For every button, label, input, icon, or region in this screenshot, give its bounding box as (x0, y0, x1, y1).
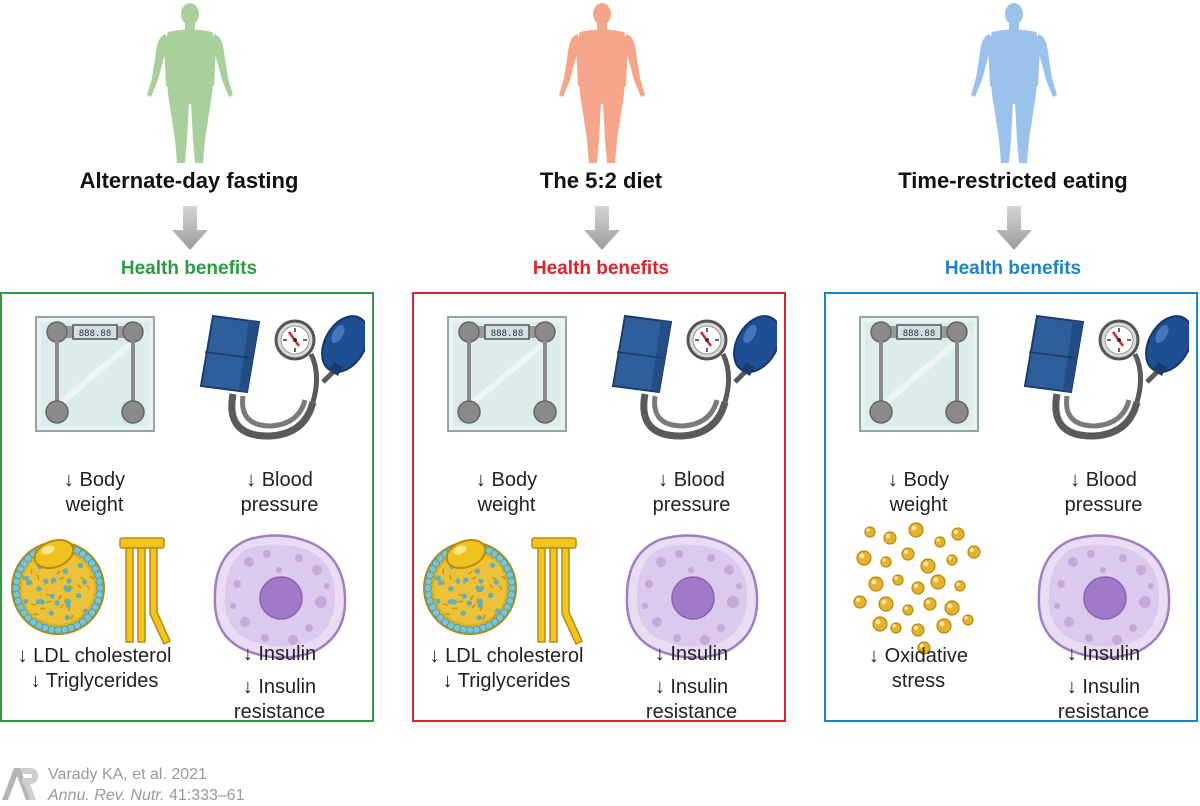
benefit-label-line: weight (477, 494, 536, 516)
svg-text:888.88: 888.88 (491, 329, 524, 339)
benefit-label-line: ↓ LDL cholesterol (429, 645, 584, 667)
benefit-label: ↓ LDL cholesterol ↓ Triglycerides (2, 644, 187, 694)
benefit-label: ↓ Blood pressure (187, 468, 372, 518)
benefit-label: ↓ LDL cholesterol ↓ Triglycerides (414, 644, 599, 694)
benefit-label-line: pressure (1064, 494, 1143, 516)
benefit-item: 888.88 ↓ Body weight (2, 316, 187, 516)
scale-icon: 888.88 (35, 316, 155, 437)
diet-title: Alternate-day fasting (79, 168, 299, 193)
down-arrow-icon (994, 206, 1034, 252)
benefit-label-line: ↓ Insulin (1066, 643, 1141, 665)
fat-cell-icon (1033, 532, 1173, 665)
benefit-label: ↓ Body weight (414, 468, 599, 518)
benefit-label-line: ↓ Insulin (654, 676, 729, 698)
benefit-label-line: ↓ Blood (658, 469, 725, 491)
benefit-label-line: ↓ Insulin (242, 676, 317, 698)
annual-reviews-logo (2, 768, 38, 800)
benefit-label-line: ↓ Blood (246, 469, 313, 491)
blood-pressure-cuff-icon (195, 312, 369, 447)
benefit-label-line: weight (889, 494, 948, 516)
benefit-label-line: weight (65, 494, 124, 516)
benefit-label-line: pressure (652, 494, 731, 516)
human-figure-icon (130, 0, 250, 168)
health-benefits-panel: 888.88 ↓ Body weight ↓ Blood pressure (0, 292, 374, 723)
benefit-label-line: ↓ Insulin (654, 643, 729, 665)
scale-icon: 888.88 (447, 316, 567, 437)
benefit-label: ↓ Blood pressure (1011, 468, 1196, 518)
benefit-label-line: ↓ Blood (1070, 469, 1137, 491)
benefit-item: 888.88 ↓ Body weight (414, 316, 599, 516)
benefit-item: ↓ Blood pressure (187, 312, 372, 516)
benefit-item: ↓ LDL cholesterol ↓ Triglycerides (2, 530, 187, 730)
fat-cell-icon (209, 532, 349, 665)
benefit-label-line: ↓ LDL cholesterol (17, 645, 172, 667)
down-arrow-icon (582, 206, 622, 252)
lipoprotein-icon (420, 530, 600, 655)
fat-cell-icon (621, 532, 761, 665)
oxidative-particles-icon (848, 520, 988, 661)
journal-pages: 41:333–61 (164, 787, 245, 804)
citation-authors: Varady KA, et al. 2021 (48, 766, 207, 783)
benefit-label: ↓ Insulin ↓ Insulin resistance (1011, 642, 1196, 725)
down-arrow-icon (170, 206, 210, 252)
svg-text:888.88: 888.88 (79, 329, 112, 339)
benefit-item: ↓ Insulin ↓ Insulin resistance (599, 530, 784, 730)
health-benefits-heading: Health benefits (120, 258, 258, 279)
human-figure-icon (542, 0, 662, 168)
scale-icon: 888.88 (859, 316, 979, 437)
benefit-item: ↓ Oxidative stress (826, 520, 1011, 720)
health-benefits-panel: 888.88 ↓ Body weight ↓ Blood pressure (824, 292, 1198, 723)
svg-text:888.88: 888.88 (903, 329, 936, 339)
benefit-item: ↓ LDL cholesterol ↓ Triglycerides (414, 530, 599, 730)
benefit-label: ↓ Insulin ↓ Insulin resistance (599, 642, 784, 725)
health-benefits-heading: Health benefits (532, 258, 670, 279)
benefit-label: ↓ Body weight (2, 468, 187, 518)
benefit-label: ↓ Insulin ↓ Insulin resistance (187, 642, 372, 725)
benefit-label-line: ↓ Triglycerides (30, 670, 159, 692)
benefit-label-line: ↓ Body (887, 469, 950, 491)
benefit-label-line: pressure (240, 494, 319, 516)
benefit-item: ↓ Blood pressure (1011, 312, 1196, 516)
benefit-item: ↓ Insulin ↓ Insulin resistance (187, 530, 372, 730)
human-figure-icon (954, 0, 1074, 168)
benefit-item: ↓ Insulin ↓ Insulin resistance (1011, 530, 1196, 730)
journal-name: Annu. Rev. Nutr. (48, 787, 165, 804)
benefit-label-line: ↓ Insulin (242, 643, 317, 665)
citation-journal: Annu. Rev. Nutr. 41:333–61 (48, 787, 245, 805)
benefit-label: ↓ Blood pressure (599, 468, 784, 518)
benefit-label-line: ↓ Body (63, 469, 126, 491)
benefit-label-line: ↓ Insulin (1066, 676, 1141, 698)
benefit-label-line: ↓ Triglycerides (442, 670, 571, 692)
diet-title: Time-restricted eating (898, 168, 1128, 193)
health-benefits-panel: 888.88 ↓ Body weight ↓ Blood pressure (412, 292, 786, 723)
benefit-label-line: resistance (1057, 701, 1150, 723)
diet-column-time-restricted-eating: Time-restricted eating Health benefits 8… (824, 0, 1200, 730)
blood-pressure-cuff-icon (607, 312, 781, 447)
diet-column-5-2-diet: The 5:2 diet Health benefits 888.88 ↓ Bo… (412, 0, 790, 730)
benefit-label: ↓ Body weight (826, 468, 1011, 518)
benefit-label-line: ↓ Oxidative (869, 645, 968, 667)
health-benefits-heading: Health benefits (944, 258, 1082, 279)
benefit-label-line: ↓ Body (475, 469, 538, 491)
lipoprotein-icon (8, 530, 188, 655)
diet-title: The 5:2 diet (539, 168, 663, 193)
blood-pressure-cuff-icon (1019, 312, 1193, 447)
benefit-label-line: resistance (233, 701, 326, 723)
diet-column-alternate-day-fasting: Alternate-day fasting Health benefits 88… (0, 0, 378, 730)
benefit-item: ↓ Blood pressure (599, 312, 784, 516)
benefit-label-line: stress (891, 670, 946, 692)
benefit-label-line: resistance (645, 701, 738, 723)
benefit-item: 888.88 ↓ Body weight (826, 316, 1011, 516)
benefit-label: ↓ Oxidative stress (826, 644, 1011, 694)
citation-footer: Varady KA, et al. 2021 Annu. Rev. Nutr. … (0, 752, 400, 806)
